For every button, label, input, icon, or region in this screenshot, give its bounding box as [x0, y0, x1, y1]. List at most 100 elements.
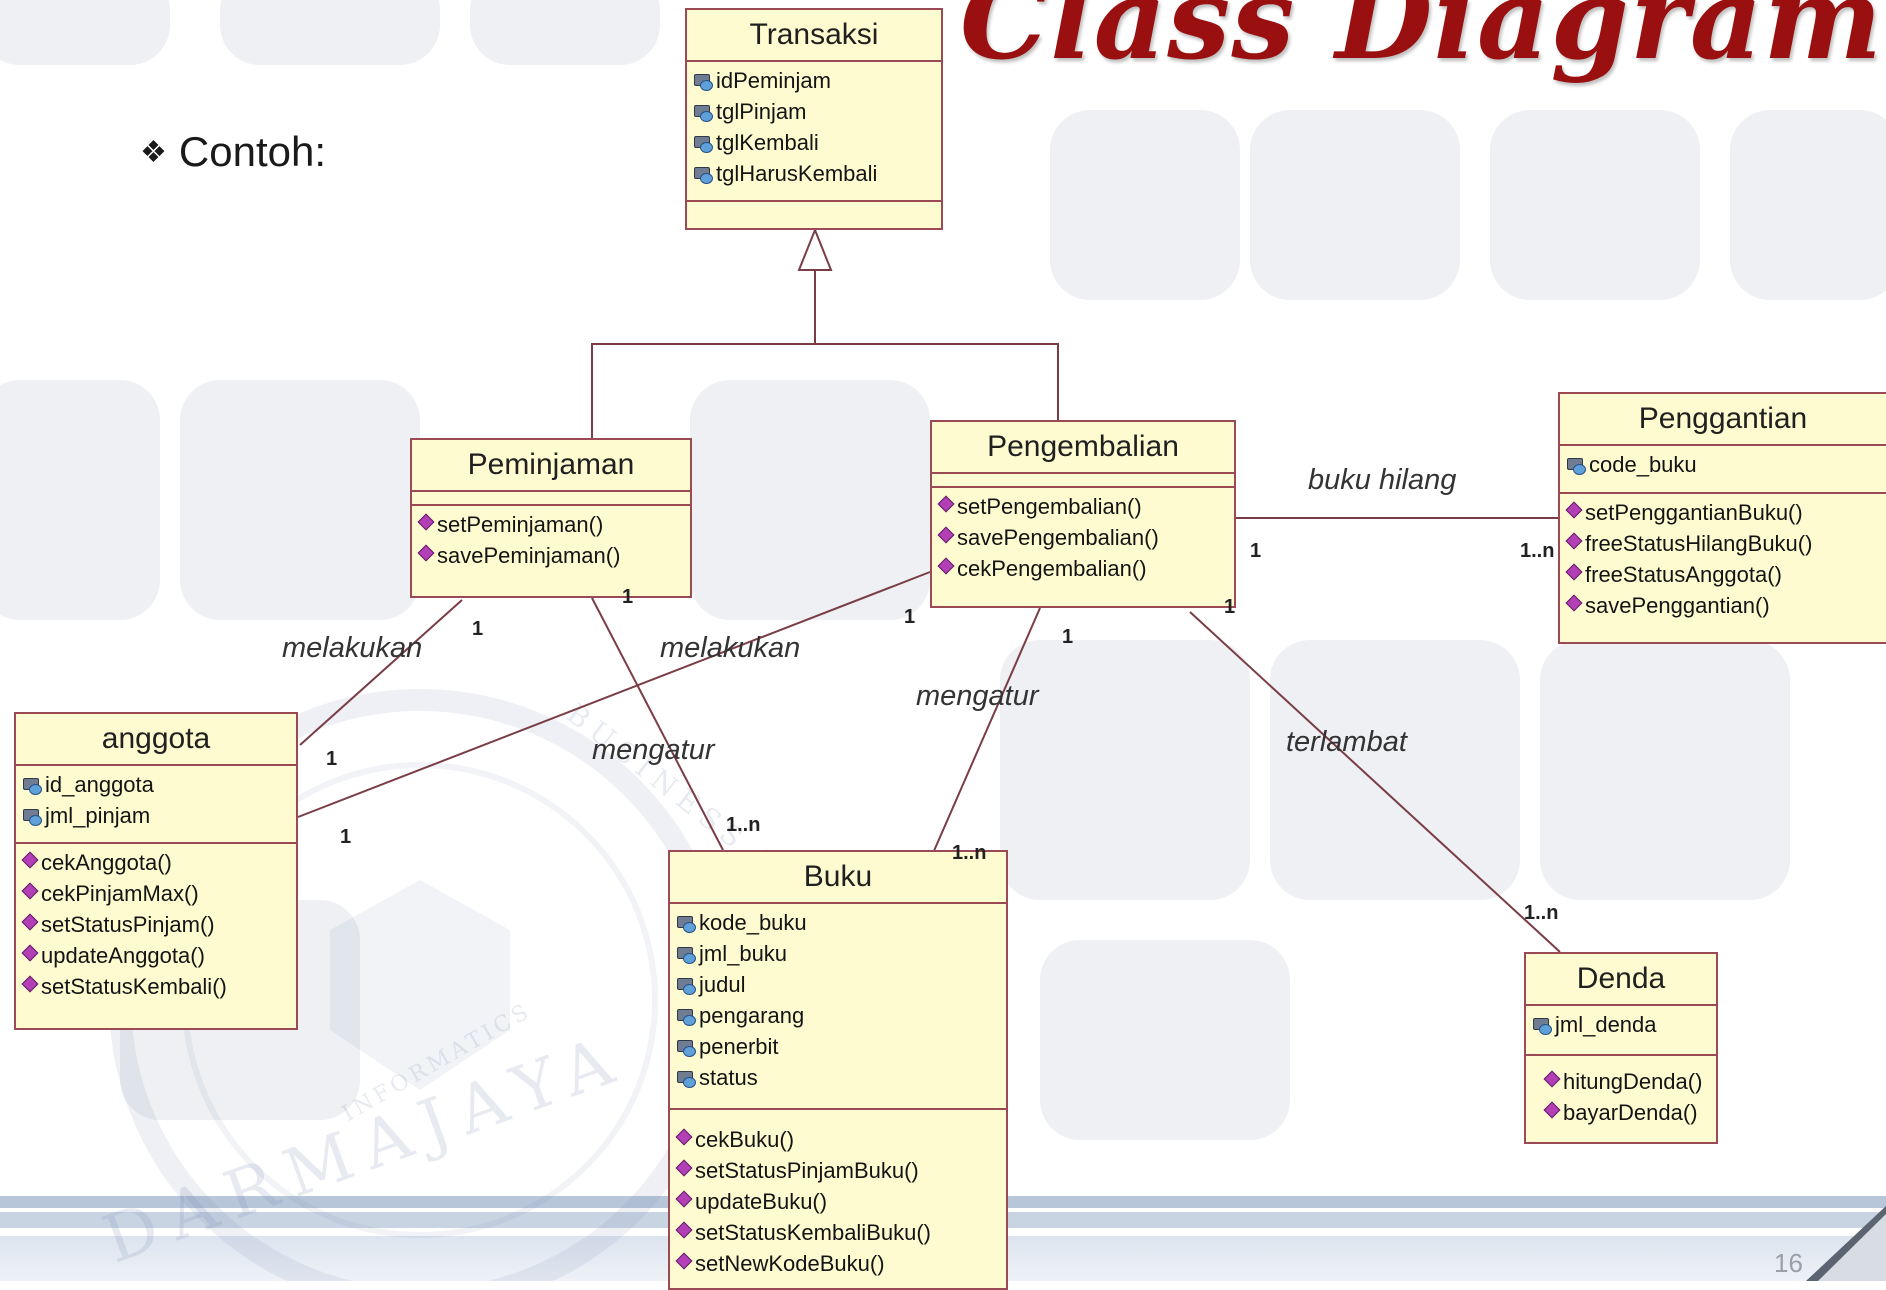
attribute-icon: [22, 776, 42, 795]
operation-row: cekBuku(): [670, 1124, 1006, 1155]
operation-icon: [676, 1160, 692, 1176]
background-tile: [180, 380, 420, 620]
operation-text: updateAnggota(): [41, 943, 205, 968]
attribute-icon: [676, 914, 696, 933]
attribute-row: tglKembali: [687, 127, 941, 158]
operation-text: cekAnggota(): [41, 850, 172, 875]
attribute-text: tglHarusKembali: [716, 161, 878, 186]
operation-icon: [1566, 502, 1582, 518]
class-buku[interactable]: Buku kode_buku jml_buku judul pengarang …: [668, 850, 1008, 1290]
attribute-row: status: [670, 1062, 1006, 1093]
association-line-pengembalian-denda: [1189, 611, 1561, 953]
operation-icon: [676, 1129, 692, 1145]
slide-title: Class Diagram: [960, 0, 1883, 85]
attributes-section: idPeminjam tglPinjam tglKembali tglHarus…: [687, 62, 941, 202]
attributes-section: id_anggota jml_pinjam: [16, 766, 296, 844]
generalization-line: [591, 343, 1059, 438]
attribute-row: tglHarusKembali: [687, 158, 941, 189]
operation-icon: [676, 1191, 692, 1207]
operation-row: cekAnggota(): [16, 847, 296, 878]
class-pengembalian[interactable]: Pengembalian setPengembalian() savePenge…: [930, 420, 1236, 608]
operation-text: setStatusKembaliBuku(): [695, 1220, 931, 1245]
attribute-text: kode_buku: [699, 910, 807, 935]
class-peminjaman[interactable]: Peminjaman setPeminjaman() savePeminjama…: [410, 438, 692, 598]
operation-icon: [22, 914, 38, 930]
operation-icon: [1566, 533, 1582, 549]
page-curl-icon: [1806, 1206, 1886, 1281]
operation-icon: [1566, 595, 1582, 611]
attributes-section: [932, 474, 1234, 488]
class-anggota[interactable]: anggota id_anggota jml_pinjam cekAnggota…: [14, 712, 298, 1030]
operation-icon: [1544, 1102, 1560, 1118]
attribute-icon: [693, 134, 713, 153]
operation-text: savePeminjaman(): [437, 543, 621, 568]
background-tile: [220, 0, 440, 65]
class-name: Transaksi: [687, 10, 941, 62]
attribute-text: pengarang: [699, 1003, 805, 1028]
attribute-row: code_buku: [1560, 449, 1886, 480]
attribute-text: id_anggota: [45, 772, 154, 797]
attribute-icon: [693, 72, 713, 91]
operation-icon: [418, 545, 434, 561]
attribute-icon: [676, 976, 696, 995]
operations-section: setPengembalian() savePengembalian() cek…: [932, 488, 1234, 589]
multiplicity-label: 1: [1062, 626, 1074, 648]
background-tile: [1540, 640, 1790, 900]
attributes-section: kode_buku jml_buku judul pengarang pener…: [670, 904, 1006, 1110]
operation-text: freeStatusHilangBuku(): [1585, 531, 1813, 556]
bullet-diamond-icon: ❖: [140, 136, 167, 169]
operation-text: savePengembalian(): [957, 525, 1159, 550]
operation-row: setStatusKembali(): [16, 971, 296, 1002]
class-name: Peminjaman: [412, 440, 690, 492]
operation-icon: [1544, 1071, 1560, 1087]
operation-row: hitungDenda(): [1526, 1066, 1716, 1097]
operation-row: cekPengembalian(): [932, 553, 1234, 584]
operation-text: bayarDenda(): [1563, 1100, 1698, 1125]
multiplicity-label: 1: [1224, 596, 1236, 618]
operations-section: setPenggantianBuku() freeStatusHilangBuk…: [1560, 494, 1886, 626]
attribute-text: idPeminjam: [716, 68, 831, 93]
multiplicity-label: 1..n: [726, 814, 761, 836]
operation-text: setPeminjaman(): [437, 512, 604, 537]
attribute-row: jml_buku: [670, 938, 1006, 969]
attribute-icon: [676, 1038, 696, 1057]
background-tile: [690, 380, 930, 620]
operation-text: setStatusPinjam(): [41, 912, 215, 937]
background-tile: [1040, 940, 1290, 1140]
attribute-text: jml_pinjam: [45, 803, 151, 828]
operation-row: updateAnggota(): [16, 940, 296, 971]
multiplicity-label: 1..n: [1524, 902, 1559, 924]
operation-text: updateBuku(): [695, 1189, 828, 1214]
background-tile: [1000, 640, 1250, 900]
operation-icon: [938, 558, 954, 574]
operation-row: bayarDenda(): [1526, 1097, 1716, 1128]
attribute-text: penerbit: [699, 1034, 779, 1059]
class-transaksi[interactable]: Transaksi idPeminjam tglPinjam tglKembal…: [685, 8, 943, 230]
operation-icon: [938, 496, 954, 512]
class-penggantian[interactable]: Penggantian code_buku setPenggantianBuku…: [1558, 392, 1886, 644]
attributes-section: jml_denda: [1526, 1006, 1716, 1056]
attribute-icon: [1566, 456, 1586, 475]
operation-row: cekPinjamMax(): [16, 878, 296, 909]
operation-icon: [22, 852, 38, 868]
operation-icon: [22, 976, 38, 992]
class-denda[interactable]: Denda jml_denda hitungDenda() bayarDenda…: [1524, 952, 1718, 1144]
operation-text: freeStatusAnggota(): [1585, 562, 1782, 587]
operations-section: setPeminjaman() savePeminjaman(): [412, 506, 690, 576]
association-line-pengembalian-anggota: [297, 571, 931, 818]
operation-icon: [418, 514, 434, 530]
operation-row: setStatusPinjamBuku(): [670, 1155, 1006, 1186]
attribute-icon: [693, 103, 713, 122]
multiplicity-label: 1: [472, 618, 484, 640]
attribute-icon: [676, 1007, 696, 1026]
multiplicity-label: 1: [622, 586, 634, 608]
multiplicity-label: 1: [904, 606, 916, 628]
association-label: mengatur: [916, 680, 1039, 712]
operation-icon: [676, 1222, 692, 1238]
multiplicity-label: 1: [326, 748, 338, 770]
attribute-text: jml_buku: [699, 941, 788, 966]
background-tile: [1250, 110, 1460, 300]
association-label: melakukan: [282, 632, 423, 664]
association-line-peminjaman-buku: [591, 597, 724, 851]
